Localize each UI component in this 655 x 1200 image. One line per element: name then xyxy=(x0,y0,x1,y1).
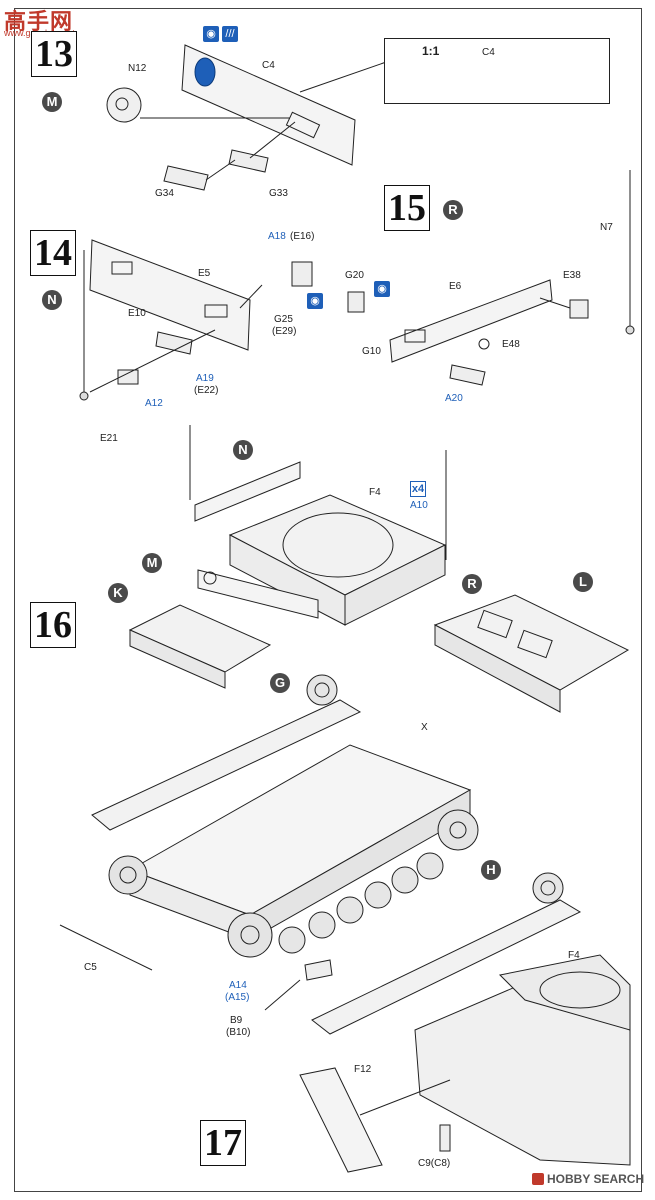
label-f4-step17: F4 xyxy=(568,950,580,961)
label-a15: (A15) xyxy=(225,992,250,1003)
glue-icon: ◉ xyxy=(307,293,323,309)
step-16-number: 16 xyxy=(30,602,76,648)
watermark-hobbysearch-text: HOBBY SEARCH xyxy=(547,1172,645,1186)
label-e38: E38 xyxy=(563,270,581,281)
step-13-number: 13 xyxy=(31,31,77,77)
badge-n-step16: N xyxy=(233,440,253,460)
label-g34: G34 xyxy=(155,188,174,199)
label-e21: E21 xyxy=(100,433,118,444)
label-a14: A14 xyxy=(229,980,247,991)
label-e48: E48 xyxy=(502,339,520,350)
badge-h: H xyxy=(481,860,501,880)
label-g10: G10 xyxy=(362,346,381,357)
label-c5: C5 xyxy=(84,962,97,973)
step-15-number: 15 xyxy=(384,185,430,231)
inset-part-label: C4 xyxy=(482,47,495,58)
label-n12: N12 xyxy=(128,63,147,74)
badge-n-step14: N xyxy=(42,290,62,310)
quantity-x4-badge: x4 xyxy=(410,481,426,497)
watermark-hobbysearch: HOBBY SEARCH xyxy=(532,1172,644,1186)
step-14-number: 14 xyxy=(30,230,76,276)
page-frame xyxy=(14,8,642,1192)
label-g25: G25 xyxy=(274,314,293,325)
label-e29: (E29) xyxy=(272,326,297,337)
glue-icon: ◉ xyxy=(203,26,219,42)
label-e22: (E22) xyxy=(194,385,219,396)
label-e16: (E16) xyxy=(290,231,315,242)
label-a19: A19 xyxy=(196,373,214,384)
badge-k: K xyxy=(108,583,128,603)
step-17-number: 17 xyxy=(200,1120,246,1166)
glue-icon: ◉ xyxy=(374,281,390,297)
label-b10: (B10) xyxy=(226,1027,251,1038)
hobbysearch-logo-icon xyxy=(532,1173,544,1185)
badge-g: G xyxy=(270,673,290,693)
label-a10: A10 xyxy=(410,500,428,511)
paint-stripes-icon: /// xyxy=(222,26,238,42)
label-e10: E10 xyxy=(128,308,146,319)
badge-r-step15: R xyxy=(443,200,463,220)
label-n7: N7 xyxy=(600,222,613,233)
label-f12: F12 xyxy=(354,1064,372,1075)
label-x: X xyxy=(421,722,428,733)
label-e6: E6 xyxy=(449,281,462,292)
watermark-brand: 高手网 xyxy=(4,9,74,34)
label-a18: A18 xyxy=(268,231,286,242)
badge-m-step16: M xyxy=(142,553,162,573)
label-a20: A20 xyxy=(445,393,463,404)
inset-scale: 1:1 xyxy=(422,44,440,58)
label-e5: E5 xyxy=(198,268,211,279)
label-g20: G20 xyxy=(345,270,364,281)
inset-pencil-icon: ✎ xyxy=(395,46,405,58)
label-c9: C9(C8) xyxy=(418,1158,451,1169)
badge-r-step16: R xyxy=(462,574,482,594)
badge-l: L xyxy=(573,572,593,592)
badge-m-step13: M xyxy=(42,92,62,112)
detail-inset xyxy=(384,38,610,104)
label-c4: C4 xyxy=(262,60,275,71)
label-b9: B9 xyxy=(230,1015,243,1026)
label-f4: F4 xyxy=(369,487,381,498)
label-a12: A12 xyxy=(145,398,163,409)
label-g33: G33 xyxy=(269,188,288,199)
